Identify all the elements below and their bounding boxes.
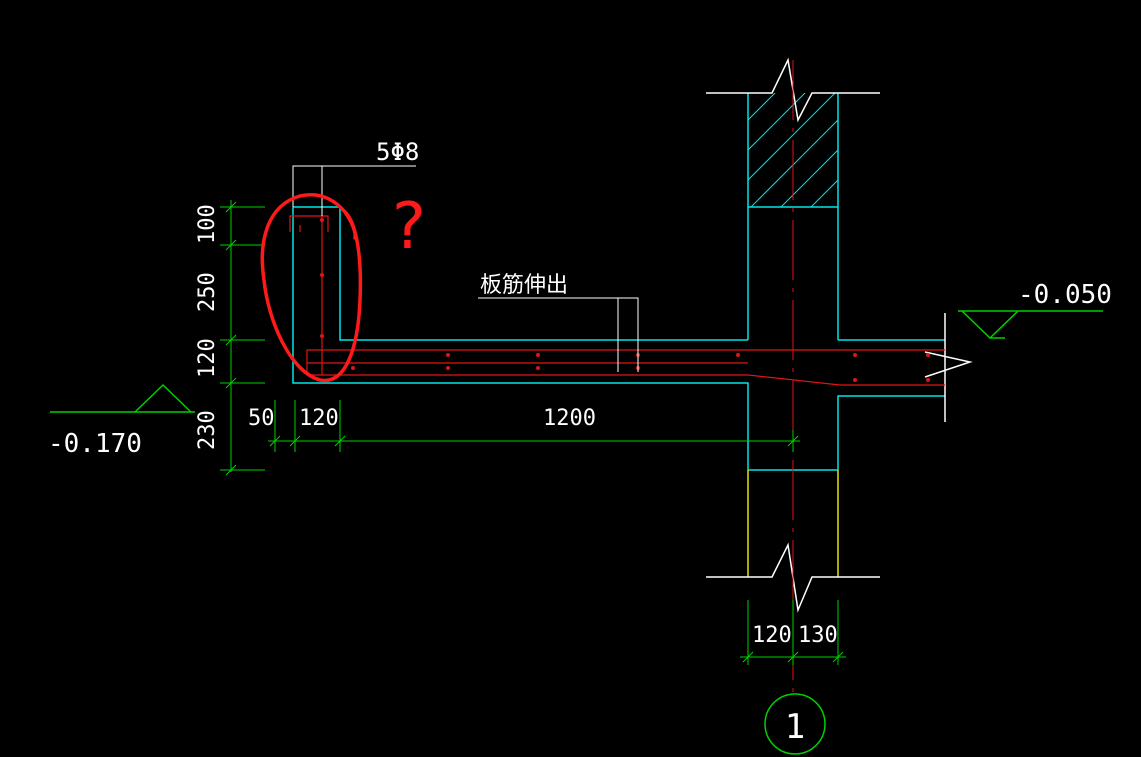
slab-rebar-leader — [478, 297, 639, 372]
horizontal-dimension-labels: 50 120 1200 — [248, 406, 596, 431]
wall-dimension-chain — [740, 600, 846, 665]
dim-v-250: 250 — [195, 272, 220, 312]
upper-wall — [747, 93, 839, 340]
rebar-spec-label: 5Φ8 — [376, 138, 419, 166]
markup-circle — [260, 193, 363, 383]
rebar-lines — [289, 215, 945, 386]
slab-rebar-note: 板筋伸出 — [480, 273, 568, 298]
wall-dimension-labels: 120 130 — [752, 623, 838, 648]
vertical-dimension-chain — [220, 200, 265, 476]
dim-v-230: 230 — [195, 410, 220, 450]
elevation-mark-left — [50, 383, 195, 413]
wall-hatch — [748, 93, 838, 207]
axis-number-label: 1 — [785, 707, 805, 747]
horizontal-dimension-chain — [268, 400, 800, 452]
elevation-mark-right — [958, 310, 1103, 340]
axis-bubble: 1 — [764, 693, 826, 755]
dim-v-100: 100 — [195, 204, 220, 244]
elevation-right-label: -0.050 — [1018, 280, 1112, 310]
right-break-line — [924, 313, 973, 422]
dim-h-120: 120 — [299, 406, 339, 431]
markup-question-mark: ? — [392, 190, 426, 264]
dim-wall-130: 130 — [798, 623, 838, 648]
dim-v-120: 120 — [195, 338, 220, 378]
dim-h-1200: 1200 — [543, 406, 596, 431]
dim-h-50: 50 — [248, 406, 275, 431]
dim-wall-120: 120 — [752, 623, 792, 648]
vertical-dimension-labels: 100 250 120 230 — [195, 204, 220, 450]
rebar-dots — [320, 218, 930, 382]
elevation-left-label: -0.170 — [48, 429, 142, 459]
rebar-spec-leader — [292, 165, 416, 216]
lower-wall — [747, 470, 839, 577]
